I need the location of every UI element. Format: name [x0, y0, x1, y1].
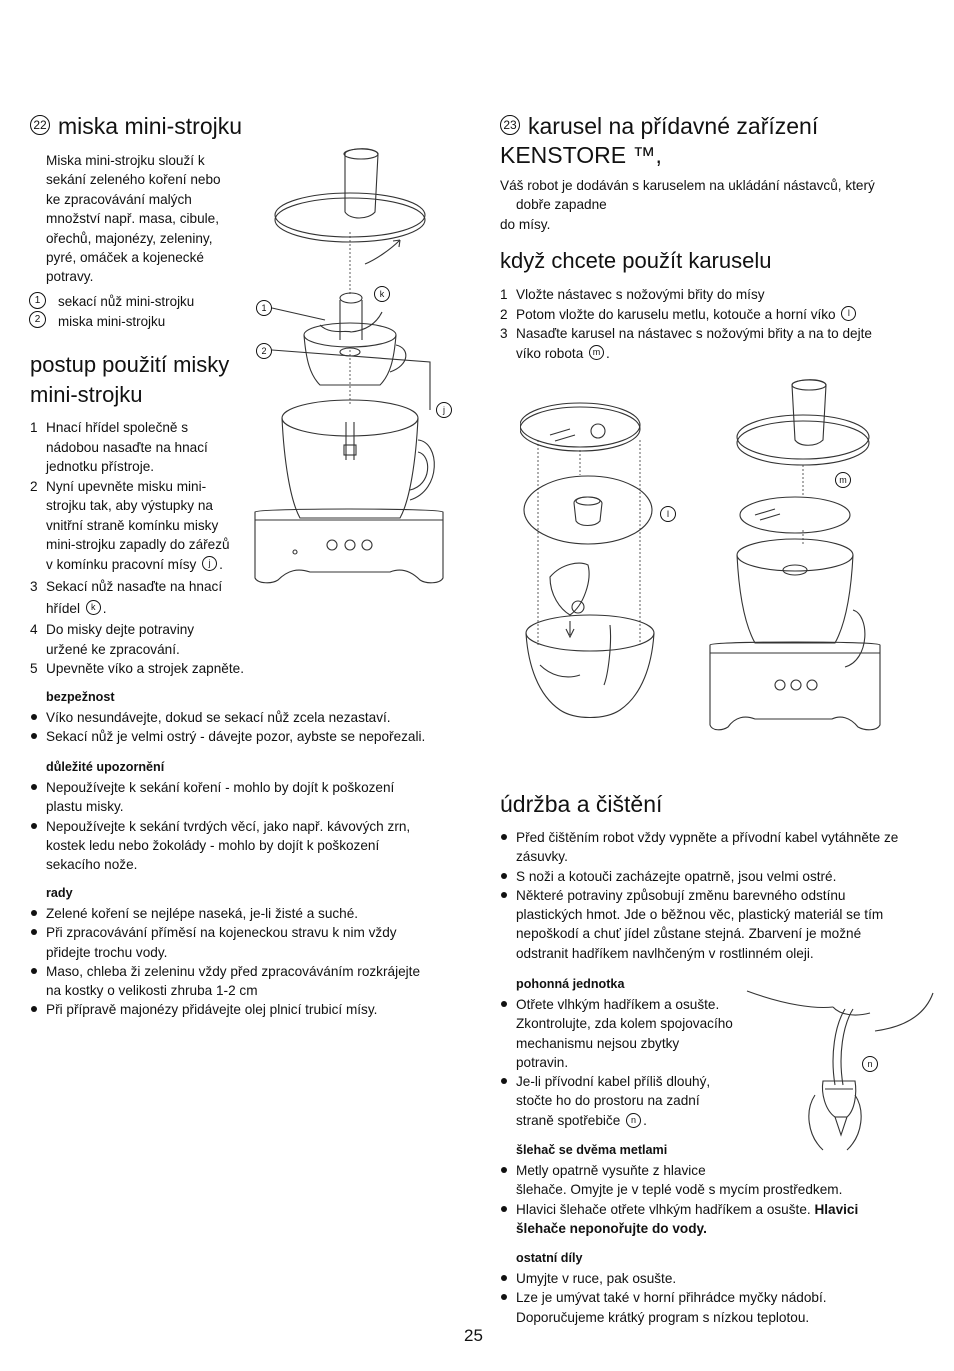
whisk-block: šlehač se dvěma metlami Metly opatrně vy… [500, 1141, 940, 1238]
maintenance-item: S noži a kotouči zacházejte opatrně, jso… [500, 867, 940, 886]
ref-k: k [85, 600, 101, 616]
power-unit-item: Otřete vlhkým hadříkem a osušte.Zkontrol… [500, 995, 760, 1072]
fig-label-2: 2 [256, 343, 272, 359]
ref-j: j [202, 556, 218, 572]
section-23-number: 23 [500, 114, 520, 135]
procedure-steps: 1 Hnací hřídel společně s nádobou nasaďt… [30, 418, 270, 679]
fig-label-1: 1 [256, 300, 272, 316]
other-parts-item: Umyjte v ruce, pak osušte. [500, 1269, 940, 1288]
maintenance-item: Před čištěním robot vždy vypněte a přívo… [500, 828, 940, 867]
ref-m: m [589, 345, 605, 361]
maintenance-title: údržba a čištění [500, 791, 663, 817]
cable-storage-illustration [746, 990, 934, 1151]
section-22-intro: Miska mini-strojku slouží k sekání zelen… [46, 153, 221, 285]
procedure-step: 1 Hnací hřídel společně s nádobou nasaďt… [30, 420, 208, 474]
fig-label-n: n [862, 1056, 878, 1072]
safety-block: bezpežnost Víko nesundávejte, dokud se s… [30, 688, 470, 747]
fig-label-m: m [835, 472, 851, 488]
ref-n: n [626, 1112, 642, 1128]
procedure-step: 5 Upevněte víko a strojek zapněte. [30, 661, 244, 676]
use-title: když chcete použít karuselu [500, 248, 772, 273]
procedure-step: 4 Do misky dejte potraviny uržené ke zpr… [30, 622, 195, 657]
other-parts-title: ostatní díly [516, 1251, 583, 1265]
tips-block: rady Zelené koření se nejlépe naseká, je… [30, 884, 470, 1020]
ref-l: l [841, 306, 857, 322]
whisk-item: Hlavici šlehače otřete vlhkým hadříkem a… [500, 1200, 940, 1239]
other-parts-block: ostatní díly Umyjte v ruce, pak osušte. … [500, 1249, 940, 1327]
fig-label-j: j [436, 402, 452, 418]
mini-bowl-illustration [254, 148, 444, 584]
section-22-number: 22 [30, 114, 50, 135]
other-parts-item: Lze je umývat také v horní přihrádce myč… [500, 1288, 940, 1327]
whisk-title: šlehač se dvěma metlami [516, 1143, 668, 1157]
important-item: Nepoužívejte k sekání koření - mohlo by … [30, 778, 470, 817]
page-number: 25 [464, 1326, 483, 1345]
important-block: důležité upozornění Nepoužívejte k sekán… [30, 758, 470, 874]
important-item: Nepoužívejte k sekání tvrdých věcí, jako… [30, 817, 470, 875]
procedure-step: 3 Sekací nůž nasaďte na hnací hřídel k. [30, 579, 223, 616]
section-23-intro: Váš robot je dodáván s karuselem na uklá… [500, 178, 875, 232]
important-title: důležité upozornění [46, 760, 165, 774]
tip-item: Při přípravě majonézy přidávejte olej pl… [30, 1000, 470, 1019]
tip-item: Maso, chleba ži zeleninu vždy před zprac… [30, 962, 470, 1001]
carousel-illustration [520, 379, 881, 731]
procedure-step: 2 Nyní upevněte misku mini- strojku tak,… [30, 478, 230, 572]
maintenance-list: Před čištěním robot vždy vypněte a přívo… [500, 828, 940, 963]
fig-label-l: l [660, 506, 676, 522]
power-unit-item: Je-li přívodní kabel příliš dlouhý,stočt… [500, 1072, 760, 1130]
tip-item: Zelené koření se nejlépe naseká, je-li ž… [30, 904, 470, 923]
safety-title: bezpežnost [46, 690, 115, 704]
tips-title: rady [46, 886, 73, 900]
maintenance-item: Některé potraviny způsobují změnu barevn… [500, 886, 940, 963]
safety-item: Sekací nůž je velmi ostrý - dávejte pozo… [30, 727, 470, 746]
power-unit-block: pohonná jednotka Otřete vlhkým hadříkem … [500, 975, 760, 1130]
safety-item: Víko nesundávejte, dokud se sekací nůž z… [30, 708, 470, 727]
power-unit-title: pohonná jednotka [516, 977, 625, 991]
tip-item: Při zpracovávání příměsí na kojeneckou s… [30, 923, 470, 962]
fig-label-k: k [374, 286, 390, 302]
